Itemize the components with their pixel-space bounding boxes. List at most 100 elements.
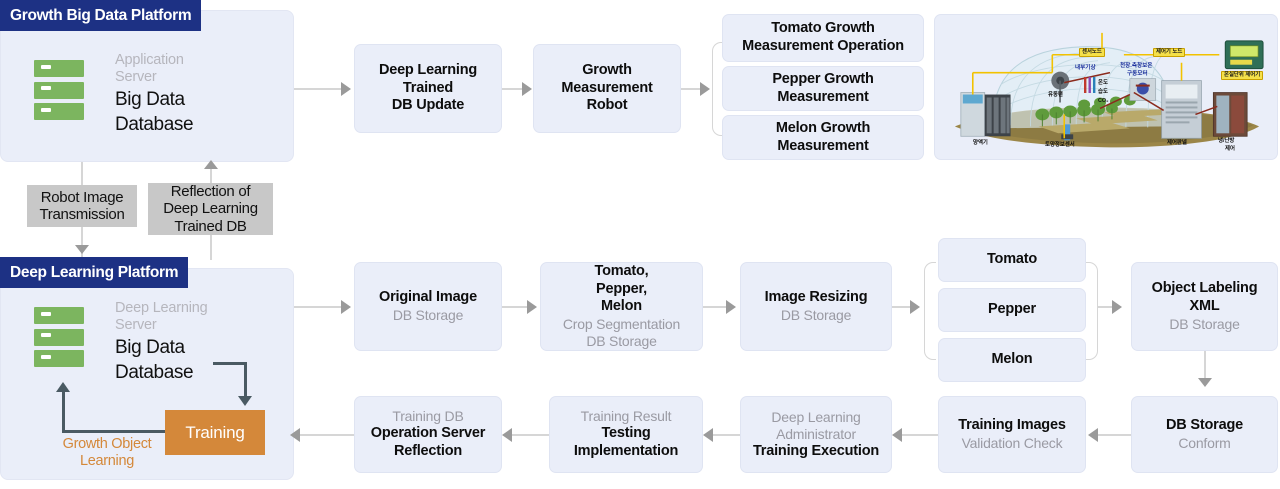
growth-robot-line2: Measurement <box>561 79 653 96</box>
bottom-connector-1 <box>1098 434 1131 436</box>
box-crop-pepper[interactable]: Pepper <box>938 288 1086 332</box>
labeling-to-dbstorage-arrow <box>1198 378 1212 387</box>
top-connector-1 <box>294 88 341 90</box>
deep-learning-platform-title: Deep Learning Platform <box>0 257 189 288</box>
label-sensor-node: 센서노드 <box>1079 48 1105 58</box>
server-rack-icon <box>34 307 84 367</box>
server-unit <box>34 103 84 120</box>
object-labeling-bold-2: XML <box>1189 297 1220 314</box>
tomato-measure-line2: Measurement Operation <box>742 38 904 54</box>
melon-measure-line1: Melon Growth <box>775 119 871 136</box>
growth-server-sub-line1: Application <box>115 52 184 68</box>
reflection-line3: Trained DB <box>174 217 247 235</box>
mid-arrow-5 <box>1112 300 1122 314</box>
box-crop-melon[interactable]: Melon <box>938 338 1086 382</box>
server-led <box>41 64 51 69</box>
training-exec-bold: Training Execution <box>752 442 880 459</box>
box-original-image[interactable]: Original Image DB Storage <box>354 262 502 351</box>
top-connector-2 <box>502 88 522 90</box>
server-unit <box>34 60 84 77</box>
testing-bold-1: Testing <box>601 425 651 442</box>
bottom-connector-5 <box>300 434 354 436</box>
box-growth-measurement-robot[interactable]: Growth Measurement Robot <box>533 44 681 133</box>
server-unit <box>34 307 84 324</box>
crop-melon-label: Melon <box>991 351 1033 368</box>
original-image-bold: Original Image <box>379 289 477 306</box>
box-crop-segmentation[interactable]: Tomato, Pepper, Melon Crop Segmentation … <box>540 262 703 351</box>
training-exec-light-1: Deep Learning <box>771 408 861 425</box>
growth-object-learning-line2: Learning <box>79 453 135 470</box>
label-soil-sensor: 토양정보센서 <box>1045 142 1075 148</box>
db-storage-bold: DB Storage <box>1166 417 1243 434</box>
training-images-light: Validation Check <box>961 434 1063 451</box>
box-melon-growth-measurement[interactable]: Melon Growth Measurement <box>722 115 924 160</box>
mid-connector-1 <box>294 306 341 308</box>
box-pepper-growth-measurement[interactable]: Pepper Growth Measurement <box>722 66 924 111</box>
db-storage-light: Conform <box>1178 434 1231 451</box>
top-arrow-2 <box>522 82 532 96</box>
deep-server-sub-line1: Deep Learning <box>115 300 208 316</box>
crop-seg-bold-1: Tomato, <box>594 262 649 279</box>
training-feed-line-h <box>213 362 246 365</box>
image-resizing-bold: Image Resizing <box>764 289 868 306</box>
training-feed-arrow <box>238 396 252 406</box>
label-reflection-trained-db: Reflection of Deep Learning Trained DB <box>148 183 273 235</box>
label-drive-motor: 구동모터 <box>1127 71 1148 77</box>
server-led <box>41 311 51 316</box>
top-arrow-3 <box>700 82 710 96</box>
mid-arrow-1 <box>341 300 351 314</box>
server-unit <box>34 328 84 346</box>
box-training-execution[interactable]: Deep Learning Administrator Training Exe… <box>740 396 892 473</box>
training-feed-line-v2 <box>244 362 247 396</box>
label-greenhouse-unit-controller: 온실단위 제어기 <box>1221 71 1264 81</box>
operation-server-bold-1: Operation Server <box>370 425 486 442</box>
box-object-labeling-xml[interactable]: Object Labeling XML DB Storage <box>1131 262 1278 351</box>
label-robot-image-transmission: Robot Image Transmission <box>27 185 137 227</box>
server-led <box>41 86 51 91</box>
box-tomato-growth-measurement-operation[interactable]: Tomato Growth Measurement Operation <box>722 14 924 62</box>
box-crop-tomato[interactable]: Tomato <box>938 238 1086 282</box>
box-operation-server-reflection[interactable]: Training DB Operation Server Reflection <box>354 396 502 473</box>
original-image-light: DB Storage <box>392 306 464 323</box>
label-circulation-fan: 유동팬 <box>1048 92 1063 98</box>
mid-arrow-2 <box>527 300 537 314</box>
server-led <box>41 107 51 112</box>
box-training-images[interactable]: Training Images Validation Check <box>938 396 1086 473</box>
box-db-storage-conform[interactable]: DB Storage Conform <box>1131 396 1278 473</box>
label-cooling-heating-line2: 제어 <box>1225 146 1235 152</box>
bottom-arrow-4 <box>502 428 512 442</box>
training-box[interactable]: Training <box>165 410 265 455</box>
greenhouse-smartfarm-illustration: 센서노드 제어기 노드 온실단위 제어기 내부기상 천장.측창보온 구동모터 온… <box>934 14 1278 160</box>
learning-loop-arrow <box>56 382 70 392</box>
melon-measure-line2: Measurement <box>777 137 869 154</box>
bottom-connector-4 <box>512 434 549 436</box>
image-resizing-light: DB Storage <box>780 306 852 323</box>
label-internal-weather: 내부기상 <box>1075 65 1096 71</box>
mid-connector-2 <box>502 306 527 308</box>
operation-server-bold-2: Reflection <box>393 443 463 460</box>
crop-pepper-label: Pepper <box>988 301 1036 318</box>
deep-server-sub-line2: Server <box>115 316 157 333</box>
bottom-connector-2 <box>902 434 938 436</box>
growth-object-learning-line1: Growth Object <box>62 436 152 452</box>
pepper-measure-line1: Pepper Growth <box>772 70 874 87</box>
crop-seg-light-1: Crop Segmentation <box>562 315 681 332</box>
greenhouse-vector <box>954 32 1264 148</box>
label-co2: CO₂ <box>1098 98 1109 104</box>
box-image-resizing[interactable]: Image Resizing DB Storage <box>740 262 892 351</box>
bottom-connector-3 <box>713 434 740 436</box>
crop-tomato-label: Tomato <box>986 251 1038 268</box>
dl-db-update-line3: DB Update <box>391 97 465 114</box>
dl-db-update-line2: Trained <box>402 79 454 96</box>
deep-server-main-line2: Database <box>115 361 194 383</box>
server-rack-icon <box>34 60 84 120</box>
box-testing-implementation[interactable]: Training Result Testing Implementation <box>549 396 703 473</box>
robot-transmission-line1: Robot Image <box>40 188 124 206</box>
box-deep-learning-trained-db-update[interactable]: Deep Learning Trained DB Update <box>354 44 502 133</box>
label-humidity: 습도 <box>1098 89 1108 95</box>
reflection-line1: Reflection of <box>170 182 251 200</box>
measurement-bracket <box>712 42 724 136</box>
label-cooling-heating-line1: 냉/난방 <box>1218 138 1235 144</box>
growth-server-main-line1: Big Data <box>115 88 185 110</box>
learning-loop-line-v <box>62 392 65 432</box>
